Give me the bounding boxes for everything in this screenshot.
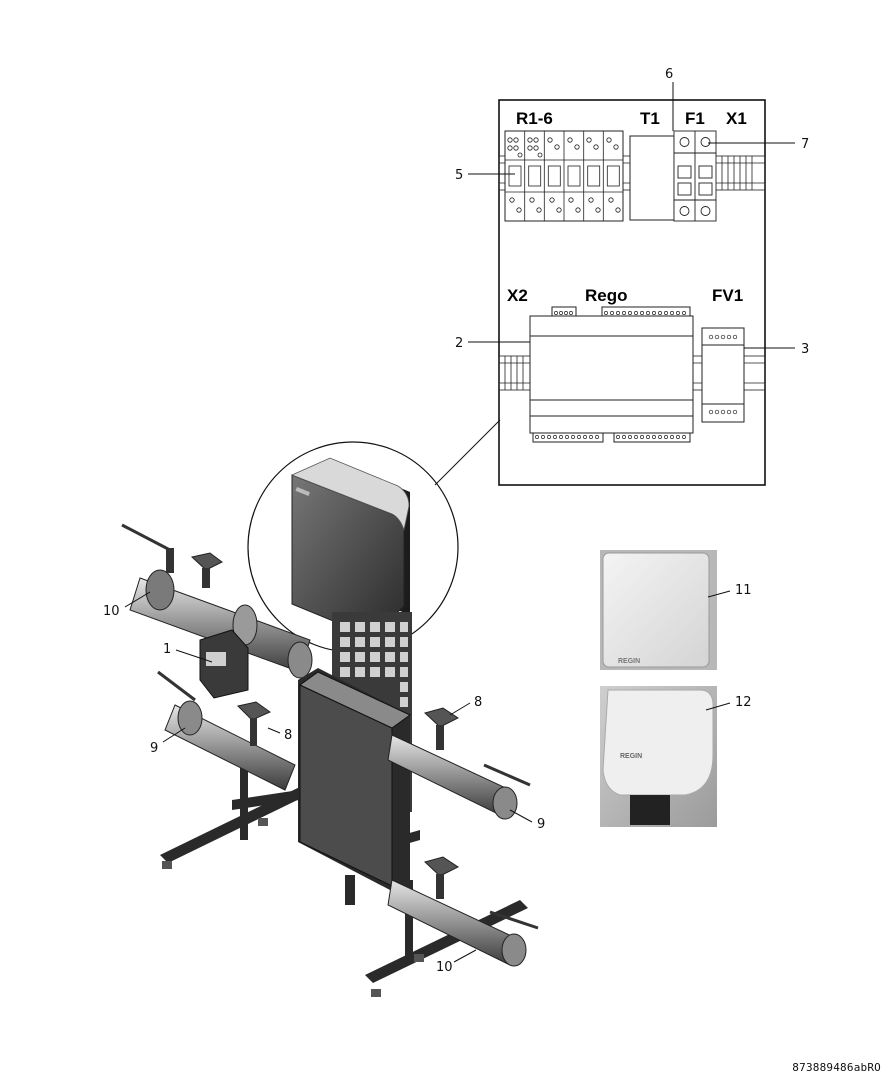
fuse-block: [673, 130, 717, 222]
terminal-strip-x1: [721, 156, 753, 190]
callout-10-bottom: 10: [436, 960, 453, 975]
header-f1: F1: [685, 109, 705, 128]
callout-8-left: 8: [284, 728, 292, 743]
drawing-reference-code: 873889486abRO: [792, 1061, 881, 1074]
rego-controller: [529, 306, 694, 443]
callout-12: 12: [735, 695, 752, 710]
room-sensor-photo: REGIN: [600, 550, 717, 670]
leader-10b: [453, 949, 477, 963]
header-fv1: FV1: [712, 286, 743, 305]
callout-6: 6: [665, 67, 673, 82]
header-rego: Rego: [585, 286, 628, 305]
zoom-leader-line: [434, 419, 501, 486]
heat-exchanger: [298, 668, 411, 895]
callout-11: 11: [735, 583, 752, 598]
callout-9-right: 9: [537, 817, 545, 832]
pump-actuator: [199, 629, 249, 699]
leader-9b: [509, 809, 533, 823]
header-x1: X1: [726, 109, 747, 128]
header-t1: T1: [640, 109, 660, 128]
header-r1-6: R1-6: [516, 109, 553, 128]
leader-lines: [124, 82, 795, 963]
leader-8b: [449, 702, 471, 716]
leader-1: [175, 649, 213, 663]
callout-2: 2: [455, 336, 463, 351]
callout-3: 3: [801, 342, 809, 357]
callout-5: 5: [455, 168, 463, 183]
leader-9a: [162, 727, 186, 743]
callout-9-left: 9: [150, 741, 158, 756]
callout-numbers: 6 7 5 2 3 1 10 9 8 8 9 10 11 12: [103, 67, 809, 975]
leader-8a: [267, 727, 281, 734]
regin-logo-12: REGIN: [620, 753, 642, 760]
control-panel: R1-6 T1 F1 X1 X2 Rego FV1: [498, 99, 766, 486]
leader-11: [707, 590, 731, 598]
callout-8-right: 8: [474, 695, 482, 710]
relay-block: [504, 130, 624, 222]
transformer-box: [629, 135, 675, 221]
regin-logo-11: REGIN: [618, 658, 640, 665]
callout-7: 7: [801, 137, 809, 152]
fv1-module: [701, 327, 745, 423]
magnified-cabinet-view: [247, 441, 459, 653]
heating-substation: [121, 523, 539, 997]
header-x2: X2: [507, 286, 528, 305]
leader-12: [705, 702, 731, 711]
callout-1: 1: [163, 642, 171, 657]
leader-10a: [124, 591, 151, 608]
callout-10-top: 10: [103, 604, 120, 619]
outdoor-sensor-photo: REGIN: [600, 686, 717, 827]
